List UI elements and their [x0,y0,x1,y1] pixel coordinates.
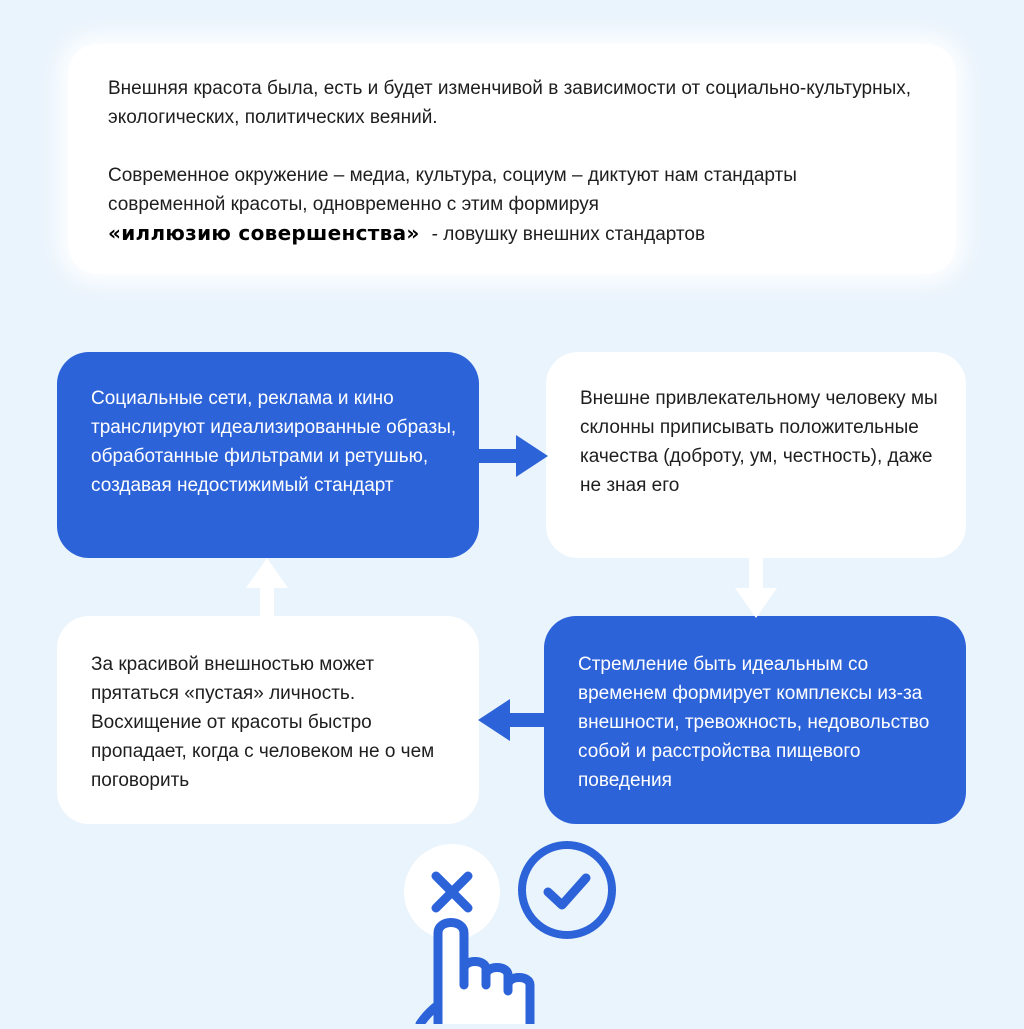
empty-personality-box: За красивой внешностью может прятаться «… [57,616,479,824]
arrow-left-icon [478,699,546,741]
attraction-bias-text: Внешне привлекательному человеку мы скло… [580,388,938,496]
perfection-pressure-text: Стремление быть идеальным со временем фо… [578,654,930,791]
intro-paragraph-2: Современное окружение – медиа, культура,… [108,161,916,249]
media-standard-box: Социальные сети, реклама и кино транслир… [57,352,479,558]
illusion-emphasis: «иллюзию совершенства» [108,221,420,245]
empty-personality-text: За красивой внешностью может прятаться «… [91,654,435,791]
arrow-right-icon [478,435,548,477]
intro-paragraph-1: Внешняя красота была, есть и будет измен… [108,78,912,128]
pointing-hand-icon [415,918,535,1029]
attraction-bias-box: Внешне привлекательному человеку мы скло… [546,352,966,558]
arrow-down-icon [735,556,777,618]
media-standard-text: Социальные сети, реклама и кино транслир… [91,388,457,496]
perfection-pressure-box: Стремление быть идеальным со временем фо… [544,616,966,824]
intro-paragraph-2-text: Современное окружение – медиа, культура,… [108,165,797,215]
choice-graphic [390,835,630,1029]
intro-tail: - ловушку внешних стандартов [431,224,706,245]
arrow-up-icon [246,558,288,618]
intro-card: Внешняя красота была, есть и будет измен… [68,44,956,274]
cross-icon [404,844,500,940]
check-icon [518,841,616,939]
